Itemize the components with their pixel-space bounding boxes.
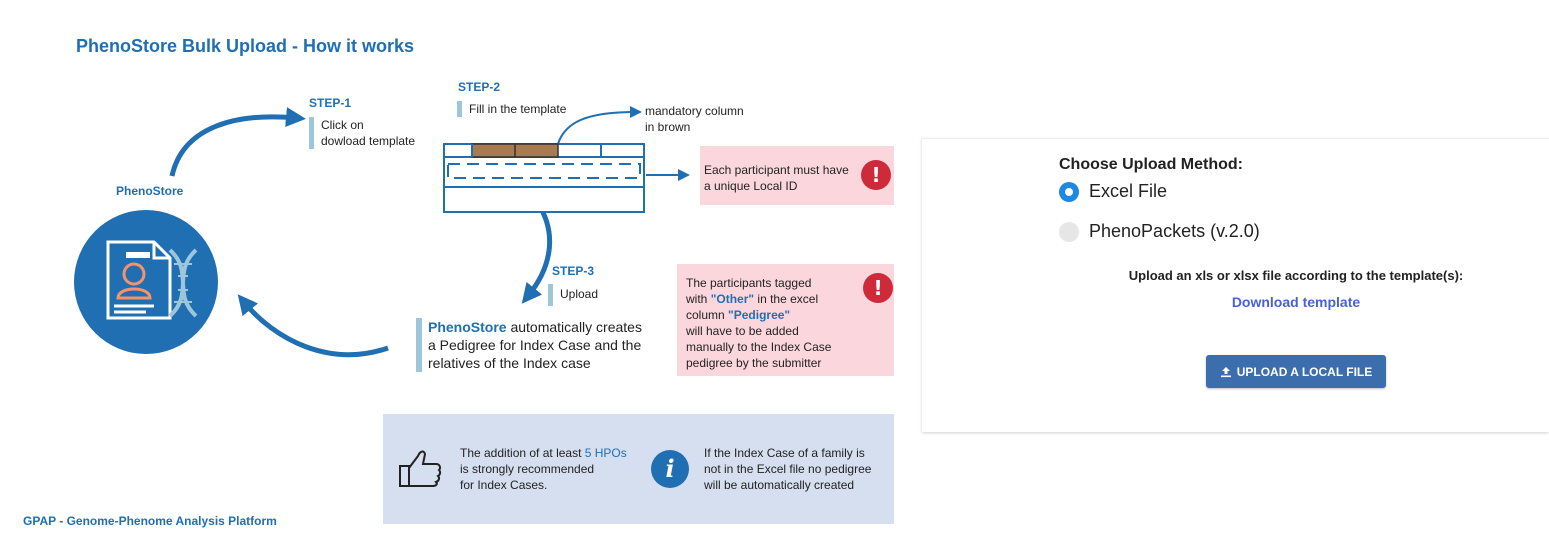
step2-text: Fill in the template [457, 101, 566, 117]
template-table-icon [443, 143, 645, 213]
radio-option-label: PhenoPackets (v.2.0) [1089, 221, 1260, 241]
alert-icon: ! [863, 273, 893, 303]
step2-heading: STEP-2 [458, 80, 501, 94]
radio-selected-icon[interactable] [1059, 181, 1079, 202]
info-panel: The addition of at least 5 HPOs is stron… [383, 414, 894, 524]
other-pedigree-alert: The participants tagged with "Other" in … [677, 264, 894, 376]
upload-icon [1220, 366, 1231, 377]
phenostore-label: PhenoStore [116, 184, 184, 198]
radio-option-excel[interactable]: Excel File [1059, 181, 1167, 202]
upload-method-heading: Choose Upload Method: [1059, 156, 1243, 173]
thumbs-up-icon [399, 450, 442, 487]
step1-text: Click on dowload template [309, 117, 415, 149]
phenostore-logo-icon [74, 210, 218, 354]
radio-unselected-icon[interactable] [1059, 221, 1079, 242]
radio-option-phenopackets[interactable]: PhenoPackets (v.2.0) [1059, 221, 1260, 242]
step1-heading: STEP-1 [309, 96, 352, 110]
alert-icon: ! [861, 160, 891, 190]
arrow-to-step1 [169, 107, 306, 177]
arrow-to-step3 [521, 200, 553, 304]
info-icon: i [651, 450, 689, 488]
unique-id-alert: Each participant must have a unique Loca… [700, 146, 894, 205]
download-template-link[interactable]: Download template [1231, 294, 1361, 310]
index-case-note: If the Index Case of a family is not in … [704, 446, 872, 492]
arrow-to-phenostore [237, 294, 389, 358]
page-title: PhenoStore Bulk Upload - How it works [76, 36, 415, 56]
pedigree-note: PhenoStore automatically creates a Pedig… [416, 318, 642, 372]
upload-local-file-button[interactable]: UPLOAD A LOCAL FILE [1206, 355, 1386, 388]
upload-button-label: UPLOAD A LOCAL FILE [1236, 364, 1373, 379]
hpo-note: The addition of at least 5 HPOs is stron… [460, 446, 627, 492]
radio-option-label: Excel File [1089, 181, 1168, 201]
flow-arrows [169, 106, 690, 358]
upload-instructions: Upload an xls or xlsx file according to … [1128, 268, 1464, 283]
step3-text: Upload [548, 284, 598, 306]
step3-heading: STEP-3 [552, 264, 595, 278]
pedigree-note-brand: PhenoStore [428, 319, 507, 335]
mandatory-column-note: mandatory column in brown [645, 104, 744, 134]
footer-platform-name: GPAP - Genome-Phenome Analysis Platform [23, 514, 277, 528]
